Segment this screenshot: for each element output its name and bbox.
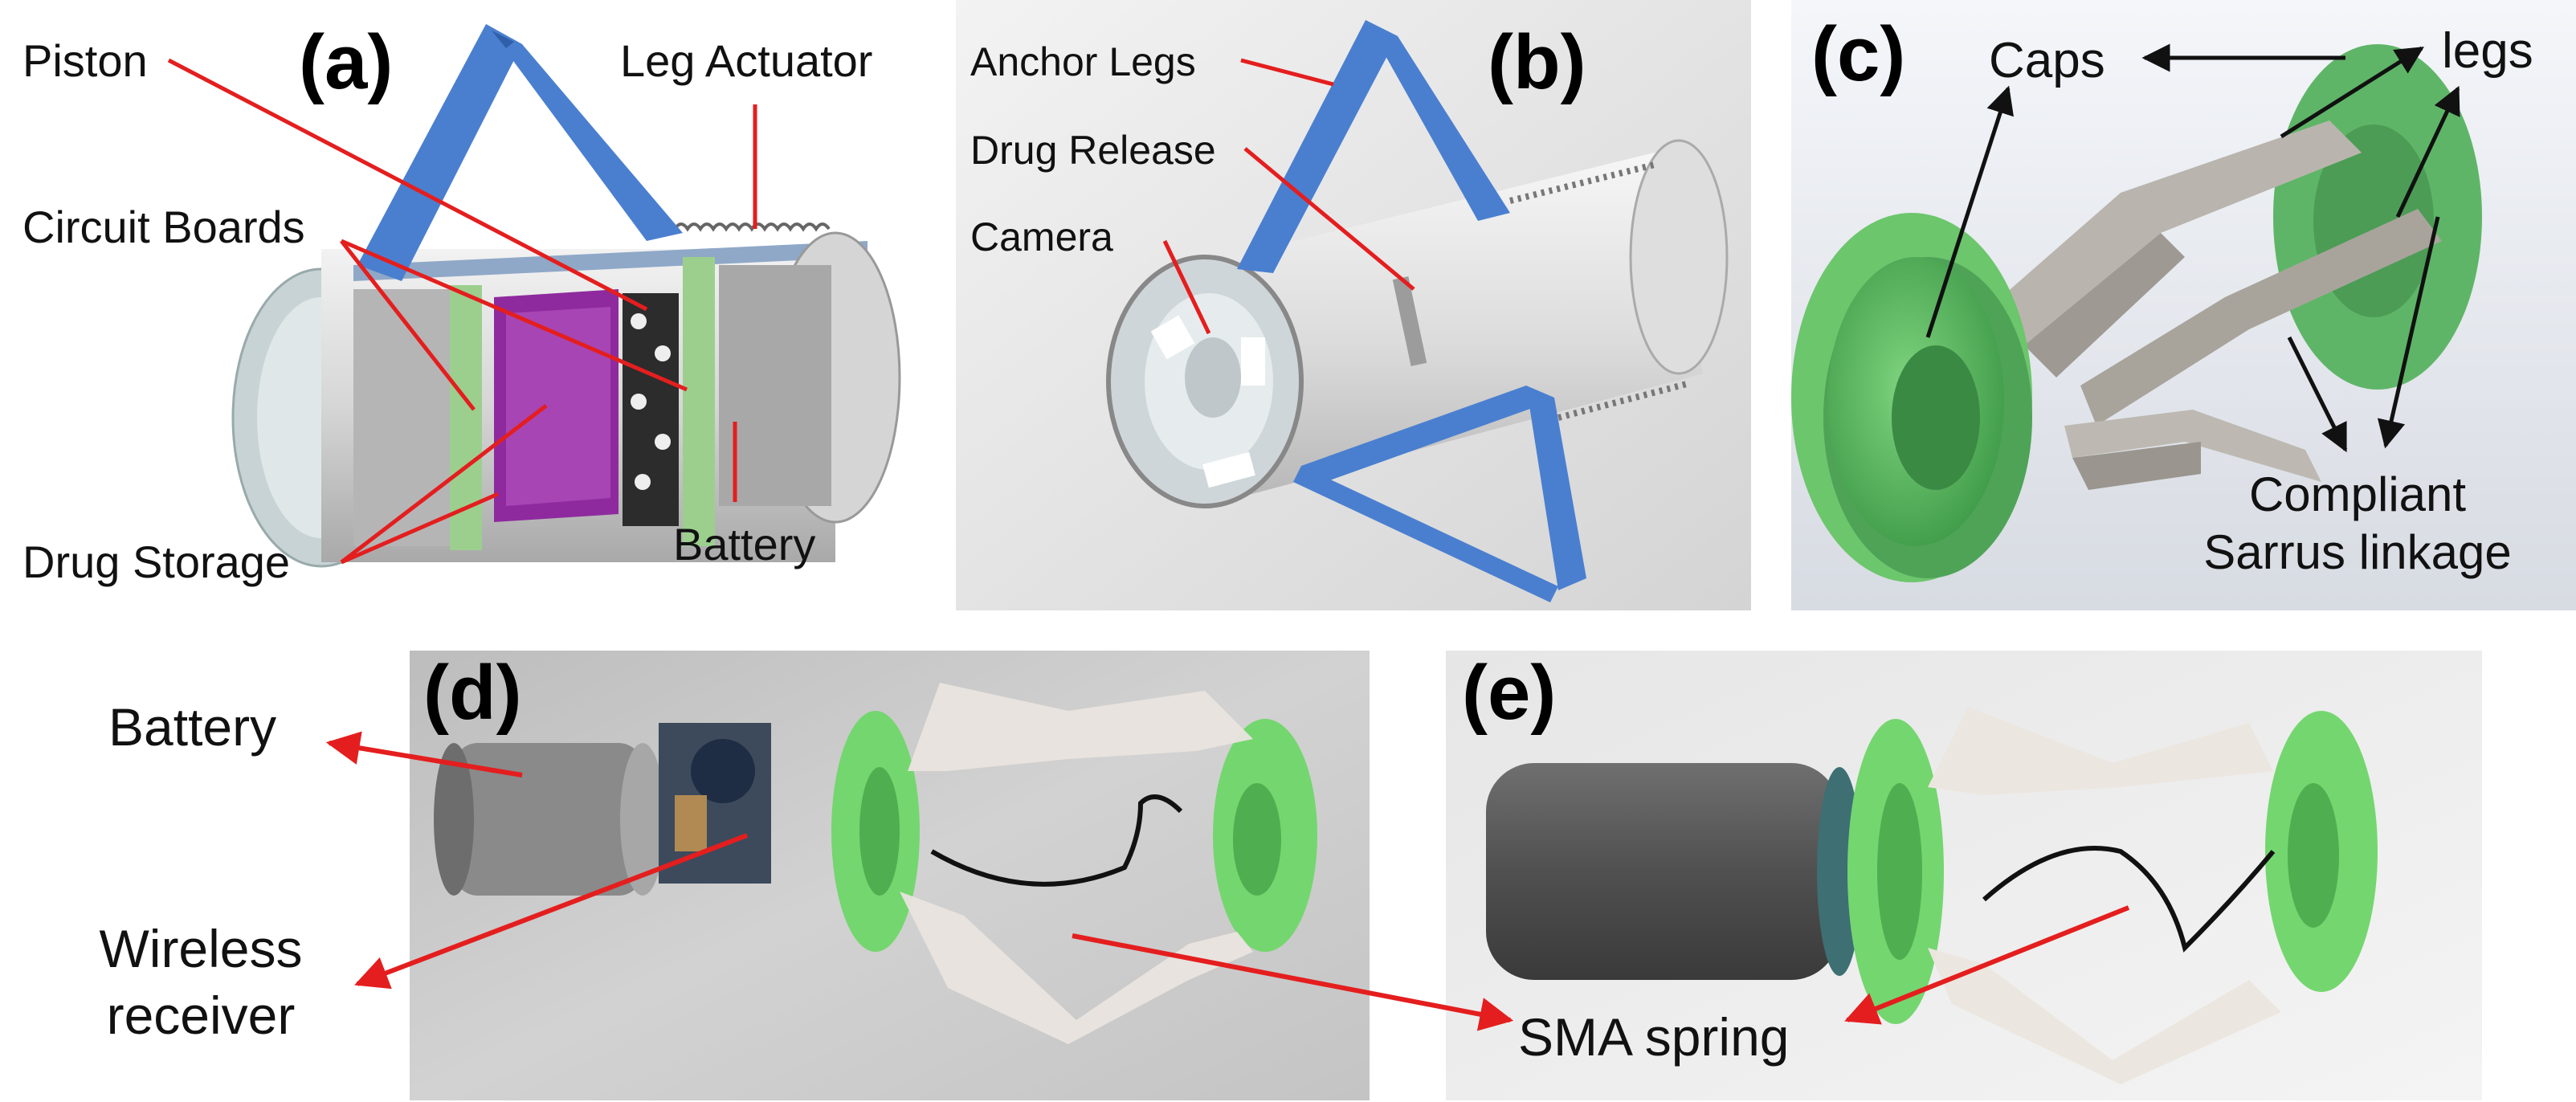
panel-c-id: (c) xyxy=(1811,11,1906,97)
panel-d-id: (d) xyxy=(423,650,522,736)
label-piston: Piston xyxy=(22,35,148,86)
label-drug-release: Drug Release xyxy=(970,128,1216,173)
label-sma-spring: SMA spring xyxy=(1518,1007,1790,1067)
label-wireless-line1: Wireless xyxy=(99,919,303,978)
label-legs: legs xyxy=(2442,23,2533,79)
label-compliant-sarrus: Compliant Sarrus linkage xyxy=(2185,466,2530,582)
panel-a-illustration xyxy=(231,24,901,568)
label-camera: Camera xyxy=(970,214,1113,259)
leader-lines xyxy=(167,43,2460,1031)
panel-e-photo xyxy=(1446,651,2482,1100)
label-wireless-receiver: Wireless receiver xyxy=(72,916,329,1048)
label-anchor-legs: Anchor Legs xyxy=(970,39,1196,84)
label-wireless-line2: receiver xyxy=(106,985,296,1045)
panel-b-illustration xyxy=(956,0,1751,610)
panel-a-id: (a) xyxy=(299,19,394,105)
panel-b-id: (b) xyxy=(1488,19,1586,105)
label-compliant-line1: Compliant xyxy=(2248,467,2467,521)
panel-d-photo xyxy=(410,651,1370,1100)
label-compliant-line2: Sarrus linkage xyxy=(2203,525,2512,579)
label-drug-storage: Drug Storage xyxy=(22,537,291,587)
label-caps: Caps xyxy=(1989,33,2105,88)
label-battery-a: Battery xyxy=(673,519,816,569)
label-battery-d: Battery xyxy=(108,697,277,757)
panel-e-id: (e) xyxy=(1462,650,1557,736)
label-circuit-boards: Circuit Boards xyxy=(22,202,305,252)
label-leg-actuator: Leg Actuator xyxy=(620,35,873,86)
